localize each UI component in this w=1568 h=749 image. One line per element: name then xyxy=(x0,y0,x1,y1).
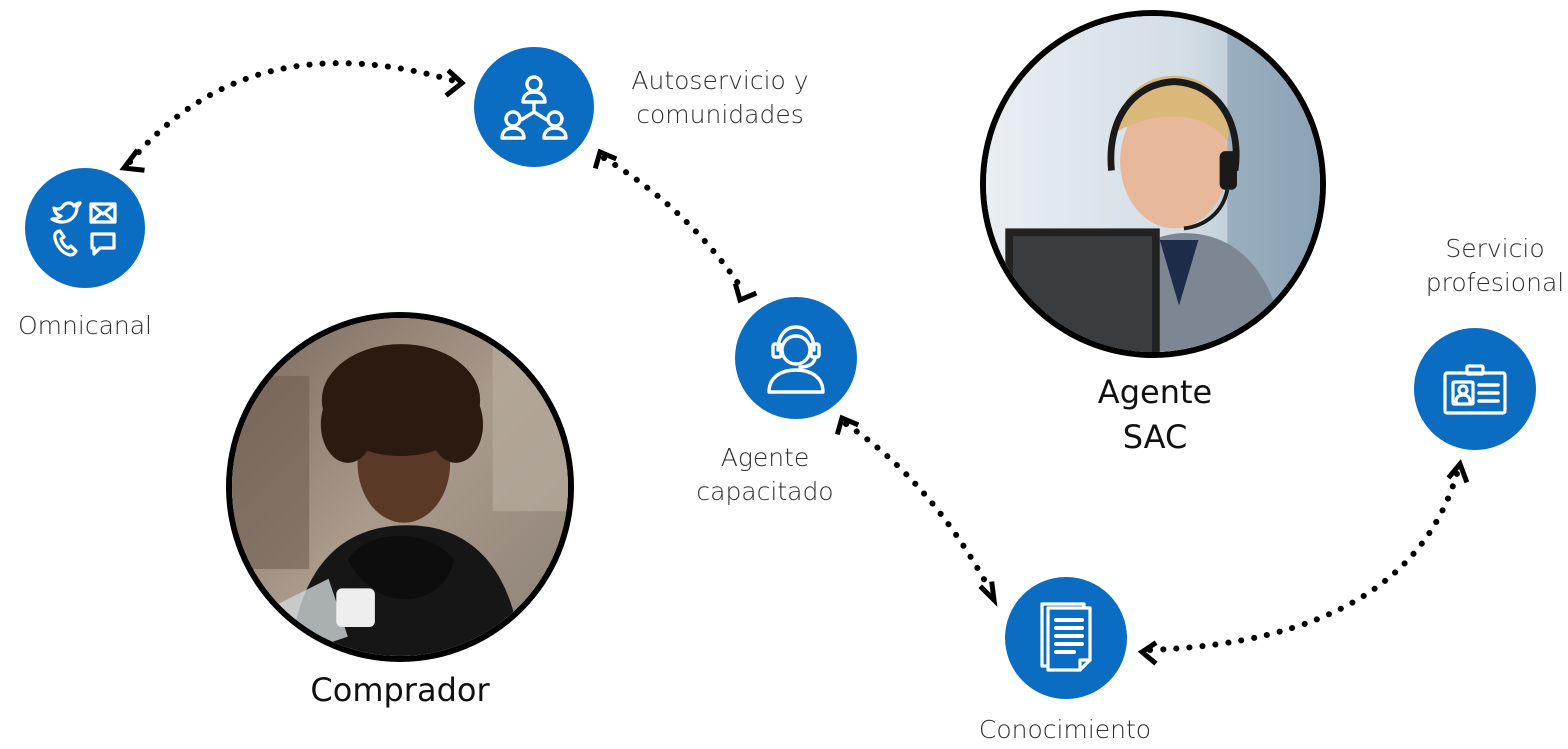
arrowhead-selfservice-right xyxy=(444,68,466,98)
selfservice-node xyxy=(474,47,594,167)
arrowhead-selfservice-lower xyxy=(592,148,618,170)
headset-agent-icon xyxy=(767,325,825,394)
arrowhead-agent-bottom xyxy=(834,414,860,436)
buyer-label: Comprador xyxy=(310,671,490,709)
empowered-agent-label: Agente capacitado xyxy=(696,443,834,506)
connector-omnichannel-selfservice xyxy=(127,60,461,165)
omnichannel-label: Omnicanal xyxy=(18,311,152,340)
arrowhead-knowledge-top xyxy=(978,581,998,607)
agent-photo xyxy=(980,10,1326,358)
agent-portrait xyxy=(986,16,1320,352)
document-icon xyxy=(1040,602,1092,672)
empowered-agent-node xyxy=(735,297,857,419)
knowledge-node xyxy=(1005,577,1127,699)
buyer-portrait xyxy=(232,318,568,656)
knowledge-label: Conocimiento xyxy=(978,715,1152,744)
arrowhead-agent-top xyxy=(732,282,758,304)
connector-knowledge-professional xyxy=(1147,467,1461,653)
agent-label: Agente SAC xyxy=(1097,373,1213,456)
connector-selfservice-agent xyxy=(601,155,747,295)
connector-agent-knowledge xyxy=(843,421,993,593)
arrowhead-professional xyxy=(1446,459,1470,484)
omnichannel-icon xyxy=(50,201,117,257)
selfservice-label: Autoservicio y comunidades xyxy=(631,66,809,129)
community-icon xyxy=(500,75,568,140)
id-card-icon xyxy=(1443,364,1507,415)
professional-label: Servicio profesional xyxy=(1425,234,1565,297)
buyer-photo xyxy=(226,312,574,662)
arrowhead-knowledge-left xyxy=(1137,640,1158,666)
professional-node xyxy=(1414,328,1536,450)
arrowhead-omnichannel xyxy=(119,148,145,173)
omnichannel-node xyxy=(25,168,145,288)
